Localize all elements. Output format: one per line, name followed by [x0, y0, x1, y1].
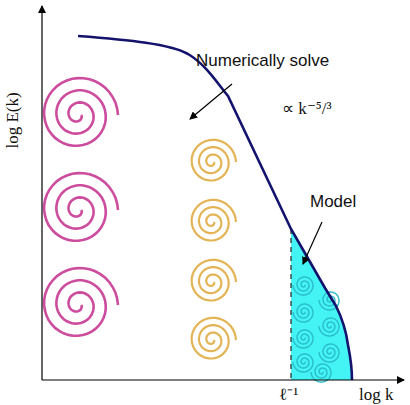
eddy-spiral [192, 200, 236, 241]
eddy-spiral [44, 173, 118, 241]
tick-label: ℓ⁻¹ [279, 386, 298, 403]
slope-label: ∝ k⁻⁵/³ [282, 100, 332, 117]
eddy-spiral [192, 318, 236, 359]
leader-arrow [190, 84, 232, 119]
eddy-spiral [293, 354, 313, 372]
eddy-spiral [293, 330, 313, 348]
eddy-spiral [293, 277, 313, 295]
annotation: Model [310, 193, 356, 210]
eddy-spiral [319, 318, 339, 336]
cutoff-line [290, 229, 291, 380]
eddy-spirals [44, 78, 339, 382]
eddy-spiral [44, 78, 118, 146]
axis-label: log k [359, 386, 393, 403]
eddy-spiral [192, 260, 236, 301]
eddy-spiral [44, 268, 118, 336]
eddy-spiral [311, 364, 331, 382]
y-axis [41, 6, 42, 380]
eddy-spiral [293, 304, 313, 322]
axis-label: log E(k) [4, 92, 21, 148]
eddy-spiral [192, 140, 236, 181]
x-axis [42, 379, 404, 380]
leader-arrow [303, 222, 322, 264]
annotation: Numerically solve [196, 52, 329, 69]
model-region [291, 229, 352, 380]
eddy-spiral [319, 344, 339, 362]
